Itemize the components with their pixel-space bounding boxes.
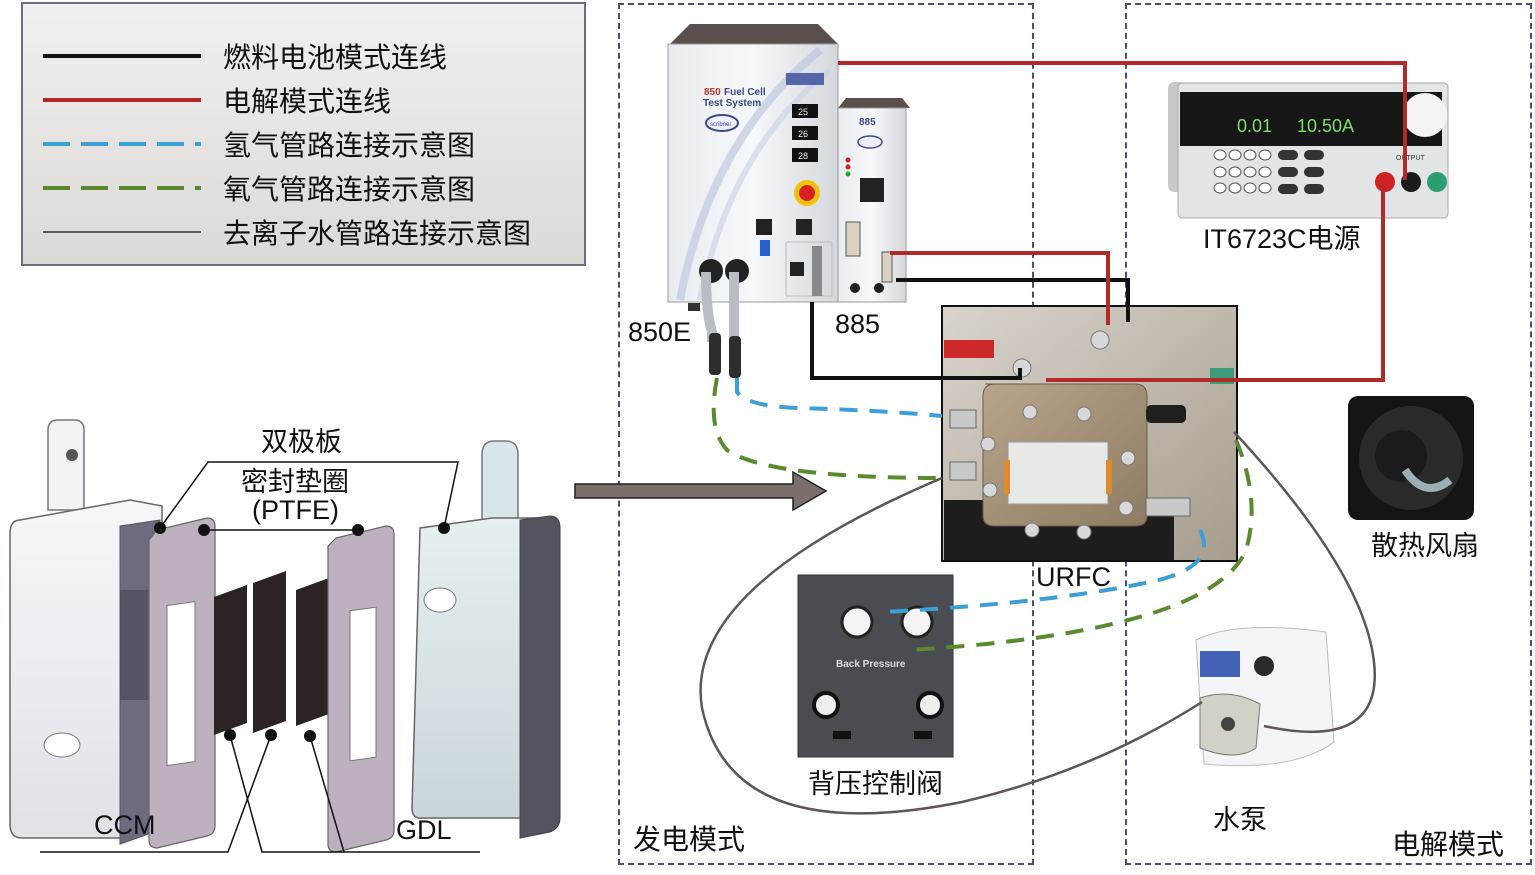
gasket-right <box>327 525 395 853</box>
legend-label: 燃料电池模式连线 <box>223 41 448 74</box>
legend-item-o2-pipe: 氧气管路连接示意图 <box>43 166 475 210</box>
exploded-cell-view <box>9 419 561 853</box>
back-pressure-module: Back Pressure <box>797 574 954 758</box>
zone-label-fuel-cell: 发电模式 <box>633 823 746 856</box>
fcts-display-1: 25 <box>798 107 808 117</box>
label-gdl: GDL <box>396 815 452 845</box>
urfc-cell-photo <box>941 305 1238 562</box>
legend-item-el-wire: 电解模式连线 <box>43 78 391 122</box>
power-display-voltage: 0.01 <box>1237 116 1272 136</box>
ccm-sheet <box>253 571 286 733</box>
legend-label: 氧气管路连接示意图 <box>223 173 476 206</box>
fcts-display-3: 28 <box>798 151 808 161</box>
gdl-sheet-right <box>296 578 329 726</box>
fcts-panel-subtitle: Test System <box>703 98 761 109</box>
legend-swatch-o2-pipe <box>43 186 201 190</box>
legend-label: 去离子水管路连接示意图 <box>223 217 532 250</box>
fcts-panel-model: 850 <box>704 87 721 98</box>
fcts-brand: scribner <box>710 122 731 128</box>
legend-swatch-el-wire <box>43 98 201 102</box>
fcts-display-2: 26 <box>798 129 808 139</box>
el-wire-power-pos <box>1046 185 1385 382</box>
gdl-sheet-left <box>214 585 247 735</box>
gasket-left <box>148 517 216 849</box>
legend-label: 氢气管路连接示意图 <box>223 129 476 162</box>
legend-swatch-water-pipe <box>43 231 201 233</box>
power-supply-it6723c: 0.01 10.50A OUTPUT <box>1168 82 1449 219</box>
legend-swatch-h2-pipe <box>43 142 201 146</box>
h2-pipe <box>735 378 1206 614</box>
legend-swatch-fc-wire <box>43 54 201 58</box>
bp-panel-title: Back Pressure <box>836 659 906 670</box>
legend-item-fc-wire: 燃料电池模式连线 <box>43 34 447 78</box>
label-gasket: 密封垫圈 <box>241 467 349 498</box>
legend-box: 燃料电池模式连线 电解模式连线 氢气管路连接示意图 氧气管路连接示意图 去离子水… <box>21 2 586 266</box>
fcts-label: 850E <box>628 317 691 347</box>
emergency-stop-icon <box>799 185 815 201</box>
fc-wire-850-to-urfc <box>810 302 1022 380</box>
fcts-panel-title: Fuel Cell <box>724 87 766 98</box>
water-pipe <box>699 431 1377 815</box>
cooling-fan <box>1348 396 1474 520</box>
legend-label: 电解模式连线 <box>223 85 392 118</box>
electrolysis-wires <box>838 61 1407 382</box>
el-wire-power-neg <box>838 61 1407 180</box>
urfc-label: URFC <box>1036 562 1111 592</box>
pot-panel-title: 885 <box>859 117 876 128</box>
fc-wire-885-to-urfc <box>896 278 1130 322</box>
fan-label: 散热风扇 <box>1371 531 1479 561</box>
o2-pipe <box>711 377 1254 652</box>
zone-label-electrolysis: 电解模式 <box>1392 828 1505 861</box>
back-pressure-label: 背压控制阀 <box>808 769 943 799</box>
bipolar-plate-left <box>9 419 163 845</box>
gas-tubes <box>699 259 749 378</box>
legend-item-h2-pipe: 氢气管路连接示意图 <box>43 122 475 166</box>
el-wire-885-to-urfc <box>890 251 1110 325</box>
power-output-label: OUTPUT <box>1396 155 1426 162</box>
label-ptfe: (PTFE) <box>252 495 339 525</box>
pump-label: 水泵 <box>1213 805 1267 835</box>
power-display-current: 10.50A <box>1297 116 1354 136</box>
fuel-cell-wires <box>810 278 1130 380</box>
legend-item-water-pipe: 去离子水管路连接示意图 <box>43 210 531 254</box>
label-ccm: CCM <box>94 810 156 840</box>
label-bipolar-plate: 双极板 <box>261 427 342 458</box>
bipolar-plate-right <box>411 440 561 839</box>
potentiostat-885: 885 <box>837 98 910 303</box>
fuel-cell-test-system-850e: 850 Fuel Cell Test System scribner 25 26… <box>667 24 839 311</box>
arrow-right-icon <box>574 470 828 512</box>
water-pump <box>1195 627 1335 767</box>
power-supply-label: IT6723C电源 <box>1203 224 1361 254</box>
pot-label: 885 <box>835 309 880 339</box>
